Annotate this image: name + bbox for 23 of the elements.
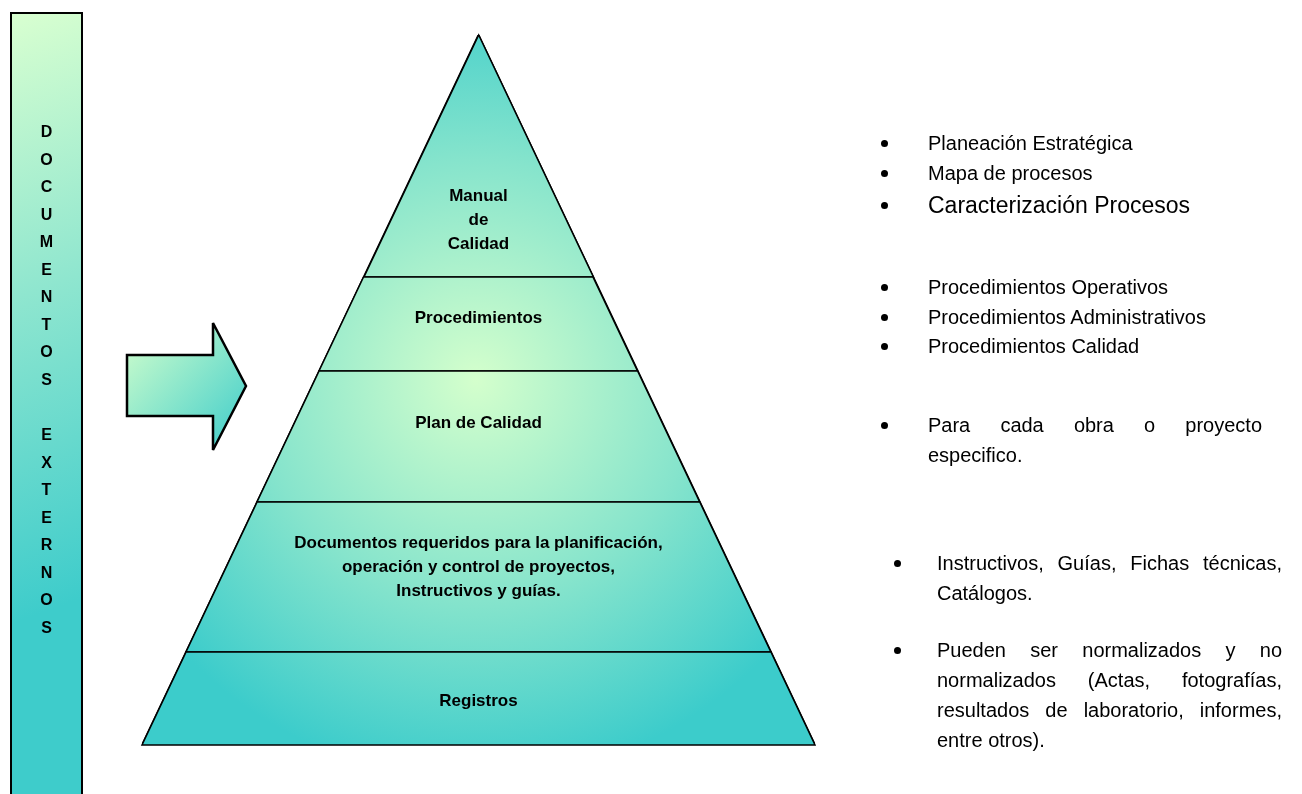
pyramid-tier: [363, 35, 594, 277]
list-item: Caracterización Procesos: [928, 191, 1191, 220]
list-item: Planeación Estratégica: [928, 131, 1133, 156]
list-item: Instructivos, Guías, Fichas técnicas, Catálogos.: [937, 551, 1282, 606]
pyramid-tier: [319, 277, 638, 371]
tier-label: Plan de Calidad: [414, 412, 543, 434]
list-item: Procedimientos Calidad: [928, 334, 1140, 359]
tier-label: Manual de Calidad: [446, 185, 511, 255]
list-item: Procedimientos Administrativos: [928, 305, 1206, 330]
vertical-label: EXTERNOS: [39, 425, 54, 638]
pyramid-tier: [257, 371, 700, 502]
list-item: Pueden ser normalizados y no normalizados (Actas, fotografías, resultados de laboratorio, informes, entre otros).: [937, 638, 1282, 753]
tier-label: Registros: [438, 690, 519, 712]
list-item: Para cada obra o proyecto especifico.: [928, 413, 1262, 468]
tier-label: Procedimientos: [413, 307, 544, 329]
list-item: Mapa de procesos: [928, 161, 1093, 186]
pyramid-tier: [186, 502, 771, 652]
tier-label: Documentos requeridos para la planificación, operación y control de proyectos, Instructivos y guías.: [293, 532, 664, 602]
pyramid-tier: [142, 652, 815, 745]
block-arrow: [125, 321, 248, 452]
list-item: Procedimientos Operativos: [928, 275, 1169, 300]
vertical-label: DOCUMENTOS: [38, 122, 55, 390]
vertical-banner: [10, 12, 83, 794]
